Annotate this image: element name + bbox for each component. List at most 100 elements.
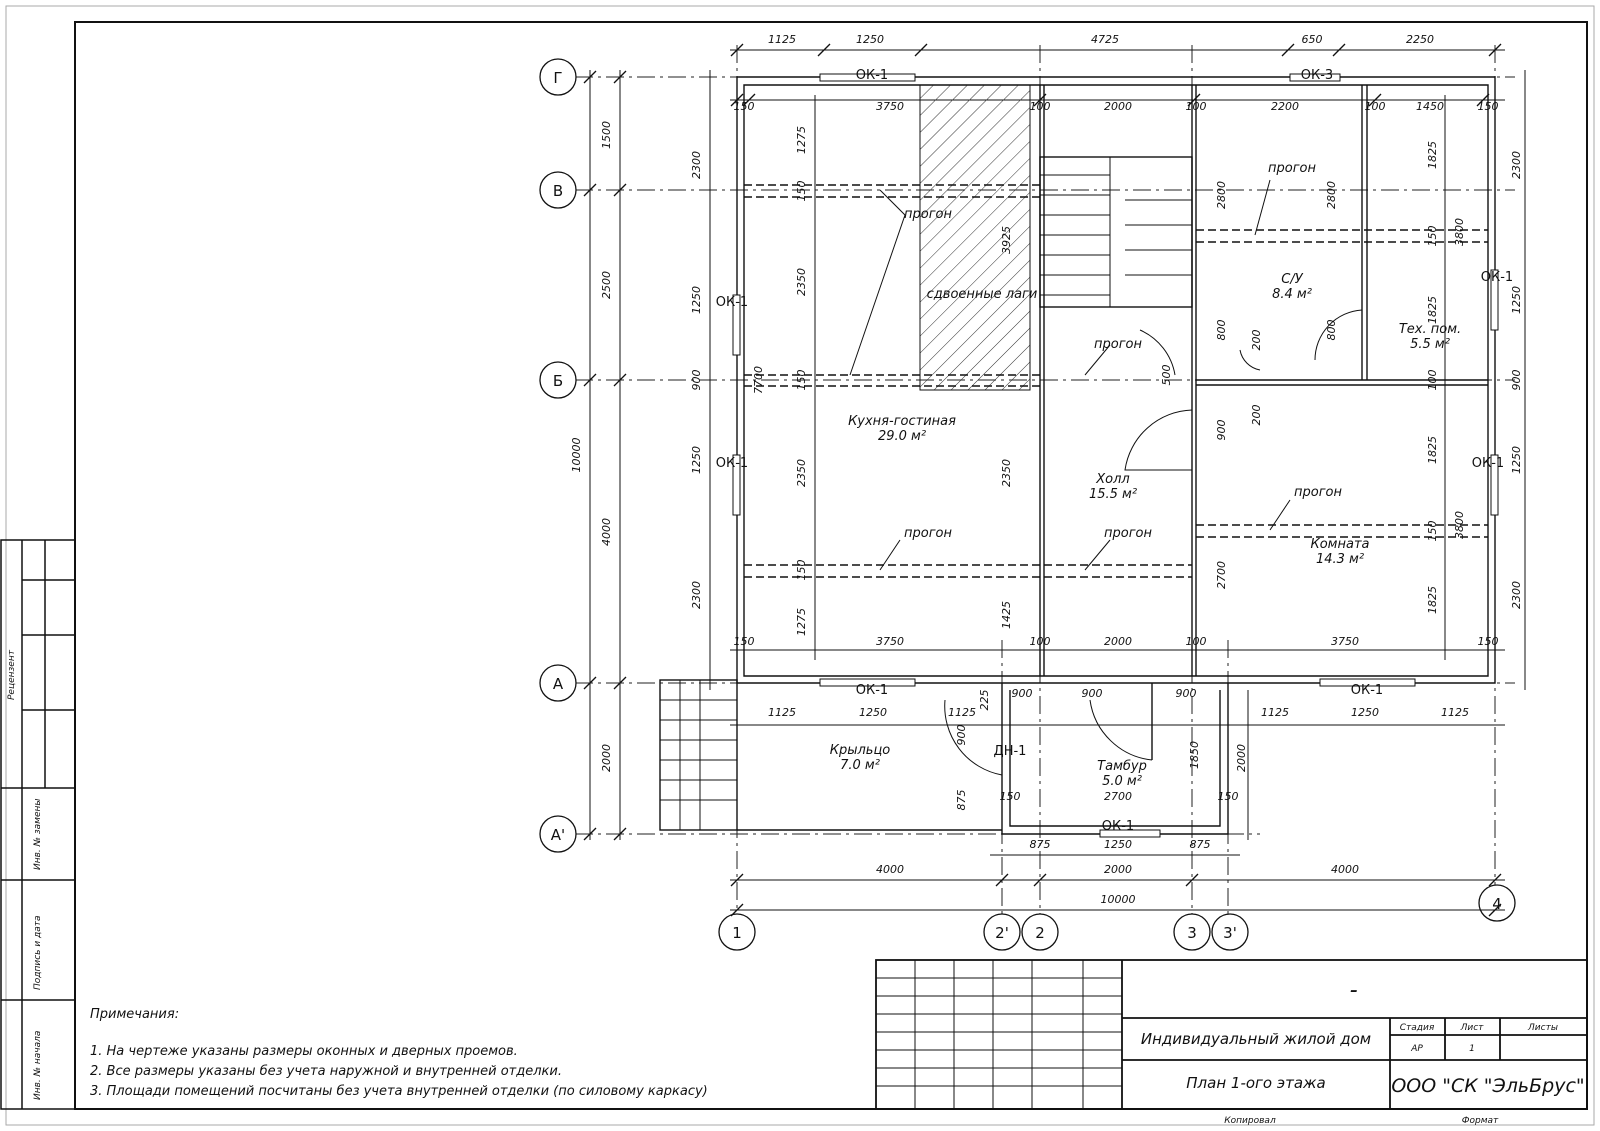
axis-col-2p: 2' bbox=[995, 924, 1009, 942]
window-label-a-1: ОК-1 bbox=[856, 683, 888, 698]
note-1: 1. На чертеже указаны размеры оконных и … bbox=[90, 1044, 518, 1059]
note-2: 2. Все размеры указаны без учета наружно… bbox=[90, 1064, 562, 1079]
dim-left-total: 10000 bbox=[570, 438, 583, 473]
dim-mid-7: 800 bbox=[1325, 320, 1338, 341]
dim-bt-1: 2000 bbox=[1104, 863, 1132, 876]
room-name-tambur: Тамбур bbox=[1097, 759, 1147, 774]
dim-mid-8: 500 bbox=[1160, 365, 1173, 386]
axis-col-1: 1 bbox=[732, 924, 742, 942]
dim-ra-4: 100 bbox=[1186, 635, 1207, 648]
dim-porch-8: 1125 bbox=[1441, 706, 1469, 719]
dim-mid-2: 2350 bbox=[1000, 459, 1013, 487]
title-block-stage-header: Стадия bbox=[1400, 1023, 1435, 1033]
stair-treads bbox=[1040, 157, 1192, 307]
dim-bot-1: 1250 bbox=[1104, 838, 1132, 851]
dim-top-4: 2250 bbox=[1406, 33, 1434, 46]
window-label-left-1: ОК-1 bbox=[716, 295, 748, 310]
title-block-frame bbox=[875, 959, 1588, 1110]
dim-bot-0: 875 bbox=[1030, 838, 1051, 851]
dim-li-6: 1275 bbox=[795, 608, 808, 636]
dimension-lines bbox=[589, 49, 1526, 911]
title-block-company: ООО "СК "ЭльБрус" bbox=[1391, 1075, 1584, 1097]
dim-bt-0: 4000 bbox=[876, 863, 904, 876]
stamp-reviewer: Рецензент bbox=[7, 649, 17, 700]
window-label-top-3: ОК-3 bbox=[1301, 68, 1333, 83]
dim-li-3: 150 bbox=[795, 370, 808, 391]
dim-ti-5: 2200 bbox=[1271, 100, 1299, 113]
dim-mid-4: 2800 bbox=[1215, 181, 1228, 209]
dim-rx-1: 3800 bbox=[1453, 511, 1466, 539]
dim-li-2: 2350 bbox=[795, 268, 808, 296]
dim-ri-2: 1825 bbox=[1426, 296, 1439, 324]
dim-ti-2: 100 bbox=[1030, 100, 1051, 113]
dim-lw-2: 900 bbox=[690, 370, 703, 391]
room-area-bath: 8.4 м² bbox=[1272, 287, 1312, 302]
dim-rx-0: 3800 bbox=[1453, 218, 1466, 246]
dim-porch-0: 1125 bbox=[768, 706, 796, 719]
dim-ri-5: 150 bbox=[1426, 521, 1439, 542]
room-name-kitchen: Кухня-гостиная bbox=[848, 414, 956, 429]
dim-ri-0: 1825 bbox=[1426, 141, 1439, 169]
dim-lo-3: 2000 bbox=[600, 744, 613, 772]
dim-porch-5: 900 bbox=[1176, 687, 1197, 700]
stamp-orig-inv: Инв. № начала bbox=[33, 1031, 43, 1100]
room-area-kitchen: 29.0 м² bbox=[878, 429, 926, 444]
beam-label-1: прогон bbox=[904, 207, 952, 222]
axis-row-g: Г bbox=[553, 69, 562, 87]
dim-rw-4: 2300 bbox=[1510, 581, 1523, 609]
dim-ti-0: 150 bbox=[734, 100, 755, 113]
window-label-right-1: ОК-1 bbox=[1481, 270, 1513, 285]
dim-porch-6: 1125 bbox=[1261, 706, 1289, 719]
axis-row-v: В bbox=[553, 182, 563, 200]
room-name-tech: Тех. пом. bbox=[1399, 322, 1461, 337]
title-block-sheet-header: Лист bbox=[1460, 1023, 1485, 1033]
dim-li-0: 1275 bbox=[795, 126, 808, 154]
window-label-tambur: ОК-1 bbox=[1102, 819, 1134, 834]
dim-mid-12: 2700 bbox=[1215, 561, 1228, 589]
dim-mid-11: 900 bbox=[1215, 420, 1228, 441]
dim-porch-2: 1125 bbox=[948, 706, 976, 719]
beam-label-3: прогон bbox=[1094, 337, 1142, 352]
room-area-tech: 5.5 м² bbox=[1410, 337, 1450, 352]
dim-ra-2: 100 bbox=[1030, 635, 1051, 648]
door-label: ДН-1 bbox=[994, 744, 1027, 759]
dim-porch-3: 900 bbox=[1012, 687, 1033, 700]
dim-tam-1: 900 bbox=[955, 725, 968, 746]
dim-lw-0: 2300 bbox=[690, 151, 703, 179]
title-block-sheets-header: Листы bbox=[1527, 1023, 1558, 1033]
dim-rw-3: 1250 bbox=[1510, 446, 1523, 474]
title-block-project: Индивидуальный жилой дом bbox=[1141, 1030, 1371, 1048]
dim-lo-0: 1500 bbox=[600, 121, 613, 149]
dim-bt-2: 4000 bbox=[1331, 863, 1359, 876]
dim-top-3: 650 bbox=[1302, 33, 1323, 46]
room-area-porch: 7.0 м² bbox=[840, 758, 880, 773]
beams bbox=[744, 184, 1488, 578]
dim-ti-8: 150 bbox=[1478, 100, 1499, 113]
title-block-sheet: 1 bbox=[1469, 1044, 1475, 1054]
dim-rw-0: 2300 bbox=[1510, 151, 1523, 179]
dim-ra-1: 3750 bbox=[876, 635, 904, 648]
room-name-room: Комната bbox=[1311, 537, 1370, 552]
dim-mid-1: 7700 bbox=[752, 366, 765, 394]
dim-mid-9: 200 bbox=[1250, 330, 1263, 351]
window-label-left-2: ОК-1 bbox=[716, 456, 748, 471]
room-area-room: 14.3 м² bbox=[1316, 552, 1364, 567]
axis-row-a: А bbox=[553, 675, 564, 693]
dim-tam-0: 225 bbox=[978, 690, 991, 711]
dimension-ticks bbox=[583, 43, 1502, 917]
dim-ti-1: 3750 bbox=[876, 100, 904, 113]
dim-top-2: 4725 bbox=[1091, 33, 1119, 46]
stamp-replace-inv: Инв. № замены bbox=[33, 799, 43, 870]
title-block-stage: АР bbox=[1410, 1044, 1423, 1054]
beam-label-2: прогон bbox=[1268, 161, 1316, 176]
dim-ri-6: 1825 bbox=[1426, 586, 1439, 614]
dim-ri-3: 100 bbox=[1426, 370, 1439, 391]
axis-col-4: 4 bbox=[1492, 895, 1502, 913]
title-block-copied: Копировал bbox=[1224, 1116, 1276, 1126]
dim-porch-4: 900 bbox=[1082, 687, 1103, 700]
dim-bot-2: 875 bbox=[1190, 838, 1211, 851]
window-label-a-2: ОК-1 bbox=[1351, 683, 1383, 698]
porch-stairs bbox=[660, 680, 737, 830]
dim-mid-5: 2800 bbox=[1325, 181, 1338, 209]
dim-ti-6: 100 bbox=[1365, 100, 1386, 113]
